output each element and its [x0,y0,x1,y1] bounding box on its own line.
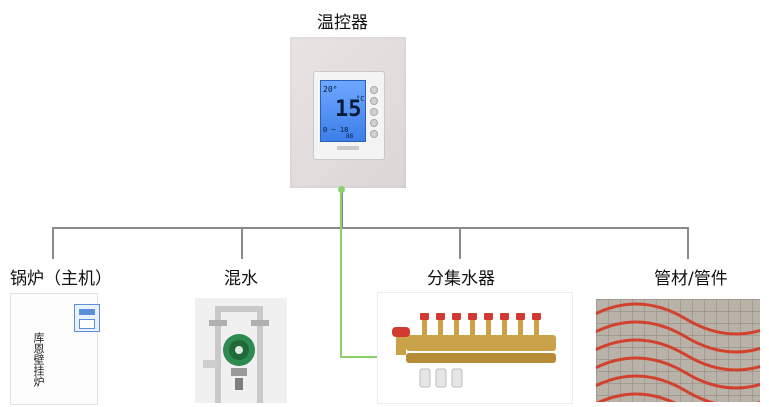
boiler-image: 库恩壁挂炉 [10,293,100,405]
thermostat-lcd: 20° 15 °C 0 ~ 18 88 [320,80,366,142]
manifold-drawing [392,313,556,388]
lcd-footer: 0 ~ 18 [323,126,349,134]
trunk-line [341,188,343,228]
horizontal-bus-line [52,227,689,229]
drop-line-pipes [687,227,689,259]
thermostat-key [370,97,378,105]
branch-label-mixer: 混水 [224,269,258,289]
branch-label-manifold: 分集水器 [427,269,495,289]
thermostat-key [370,108,378,116]
boiler-brand-text: 库恩壁挂炉 [32,332,45,387]
feedback-line-vertical [340,192,342,357]
thermostat-title: 温控器 [317,13,368,33]
floor-heating-pipes-drawing [596,299,760,402]
lcd-bottom: 88 [346,133,354,140]
branch-label-boiler: 锅炉（主机） [10,269,112,289]
thermostat-key [370,119,378,127]
mixer-image [195,298,287,403]
thermostat-key [370,130,378,138]
pipes-image [596,299,760,402]
branch-label-pipes: 管材/管件 [654,269,728,289]
drop-line-mixer [241,227,243,259]
thermostat-key [370,86,378,94]
thermostat-brand-strip [337,146,359,150]
feedback-line-horizontal [340,356,390,358]
lcd-unit: °C [356,95,365,103]
lcd-small-temp: 20° [323,85,338,94]
manifold-image [377,292,573,404]
boiler-sticker [74,304,100,332]
mixer-pump-drawing [203,306,269,403]
lcd-big-temp: 15 [335,97,362,122]
drop-line-manifold [459,227,461,259]
drop-line-boiler [52,227,54,259]
connector-dot [338,186,345,193]
